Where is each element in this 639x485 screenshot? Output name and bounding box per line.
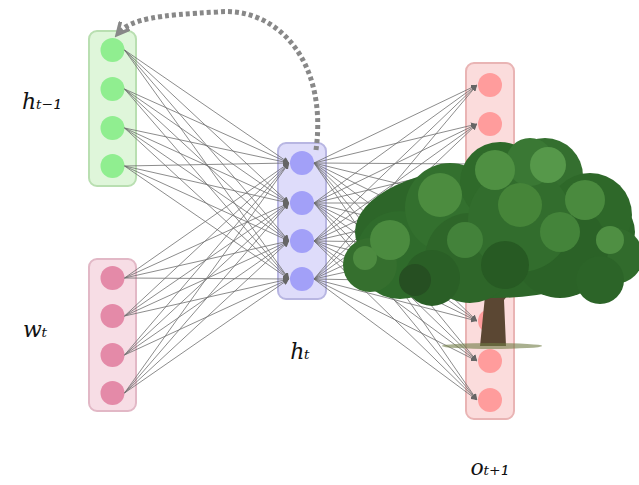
neuron-column [90, 260, 139, 414]
connection-line [125, 163, 290, 355]
connection-line [125, 89, 290, 279]
neuron [290, 267, 314, 291]
neuron [478, 112, 502, 136]
connection-line [125, 50, 290, 241]
layer-label: wₜ [23, 317, 47, 343]
neuron [101, 343, 125, 367]
neuron [478, 388, 502, 412]
neuron [101, 77, 125, 101]
connection-line [314, 85, 477, 163]
connection-line [125, 279, 290, 393]
neuron [101, 266, 125, 290]
connection-line [125, 163, 290, 316]
layer-label: oₜ₊₁ [470, 455, 509, 481]
neuron-column [90, 32, 139, 189]
neuron-layer: wₜ [88, 258, 137, 412]
layer-label: hₜ₋₁ [22, 89, 62, 115]
connection-line [125, 163, 290, 278]
connection-line [125, 203, 290, 278]
connection-line [125, 89, 290, 163]
neuron [478, 349, 502, 373]
connection-line [125, 50, 290, 279]
neuron [290, 229, 314, 253]
connection-line [125, 203, 290, 393]
connection-line [314, 124, 477, 163]
connection-line [125, 166, 290, 279]
connection-line [125, 128, 290, 163]
full-connection [125, 163, 290, 393]
connection-line [125, 89, 290, 241]
recurrent-arrow [119, 12, 318, 150]
neuron [101, 154, 125, 178]
neuron [478, 73, 502, 97]
full-connection [125, 50, 290, 279]
neuron [101, 38, 125, 62]
connection-line [125, 128, 290, 241]
connection-line [125, 163, 290, 166]
neuron [290, 191, 314, 215]
connection-line [125, 241, 290, 393]
connection-line [125, 166, 290, 241]
neuron-column [279, 144, 329, 302]
connection-line [125, 128, 290, 279]
connection-line [125, 203, 290, 355]
neuron [101, 304, 125, 328]
neuron [101, 116, 125, 140]
layer-label: hₜ [290, 339, 310, 365]
connection-line [125, 163, 290, 393]
neuron [101, 381, 125, 405]
neuron [290, 151, 314, 175]
